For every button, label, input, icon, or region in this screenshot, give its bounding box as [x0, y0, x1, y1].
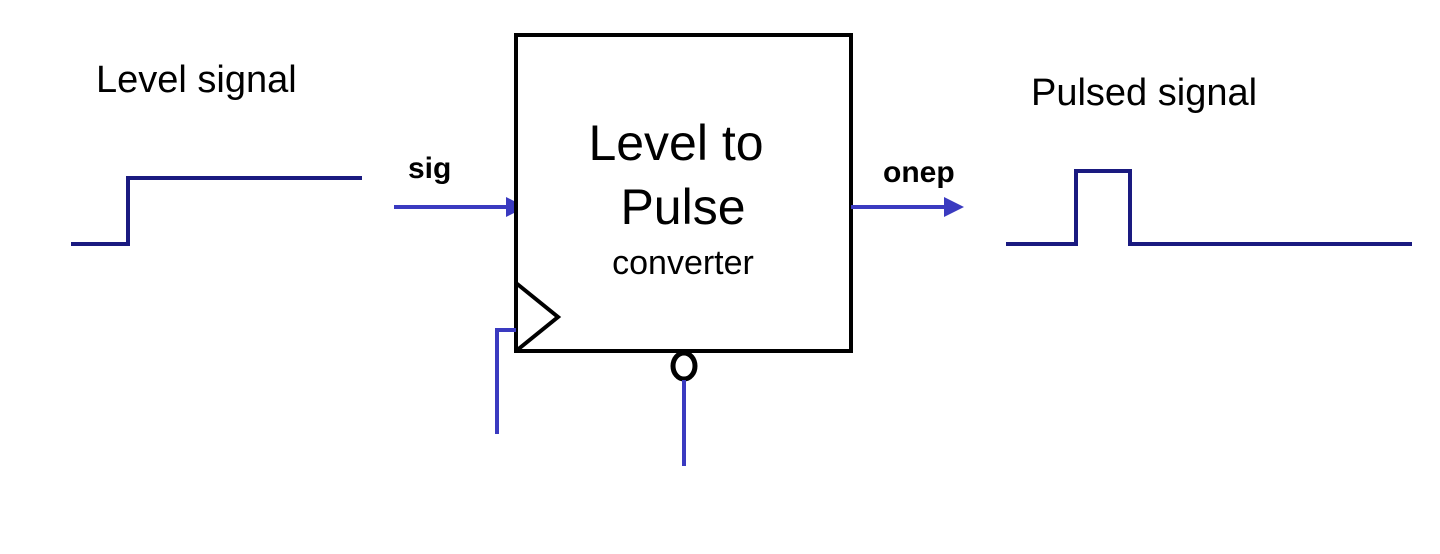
pulsed-signal-waveform — [1006, 169, 1412, 246]
converter-block — [514, 33, 853, 353]
block-subtitle: converter — [612, 244, 754, 282]
reset-inversion-bubble — [670, 350, 698, 382]
pulsed-signal-label: Pulsed signal — [1031, 72, 1257, 114]
sig-port-label: sig — [408, 152, 451, 185]
clock-wire — [495, 328, 516, 434]
block-title-line2: Pulse — [620, 179, 745, 235]
clock-input-triangle — [514, 281, 562, 353]
block-title-line1: Level to — [588, 115, 763, 171]
level-signal-waveform — [71, 176, 362, 246]
onep-port-label: onep — [883, 156, 955, 189]
level-signal-label: Level signal — [96, 59, 297, 101]
onep-output-arrowhead — [944, 197, 964, 217]
